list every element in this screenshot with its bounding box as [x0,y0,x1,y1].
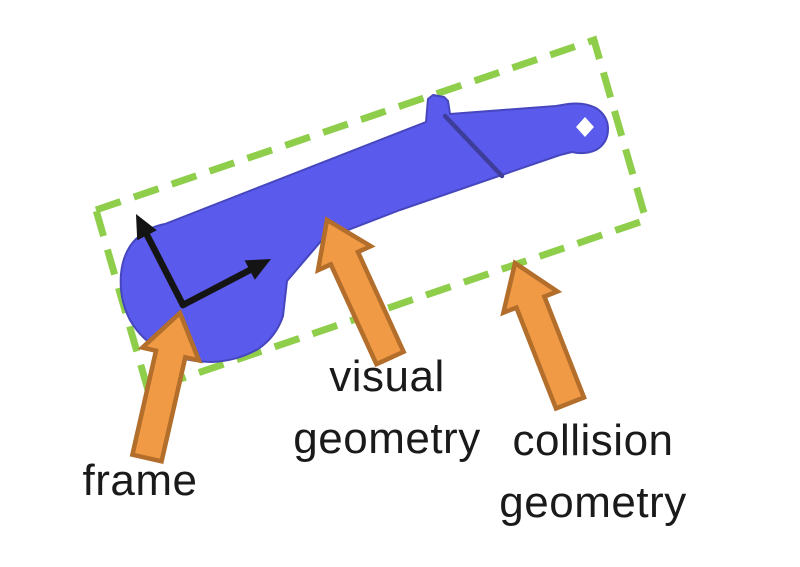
collision-geometry-label-line2: geometry [499,478,687,527]
frame-label: frame [82,456,198,505]
link-tip-hole [576,117,594,137]
collision-geometry-label: collision geometry [499,410,686,534]
visual-geometry-label-line2: geometry [293,414,481,463]
collision-geometry-outline [91,35,651,395]
collision-geometry-label-line1: collision [512,416,674,465]
frame-y-axis [143,231,187,309]
frame-callout-arrow-icon [129,309,203,464]
frame-x-axis [179,266,254,309]
collision-geometry-callout-arrow-icon [500,259,587,412]
frame-x-axis-arrowhead-icon [244,259,271,280]
visual-geometry-callout-arrow-icon [315,216,407,368]
link-crease-line [442,113,505,179]
frame-axes [136,214,271,309]
visual-geometry-label: visual geometry [293,346,480,470]
visual-geometry-label-line1: visual [329,352,445,401]
frame-y-axis-arrowhead-icon [136,214,157,241]
